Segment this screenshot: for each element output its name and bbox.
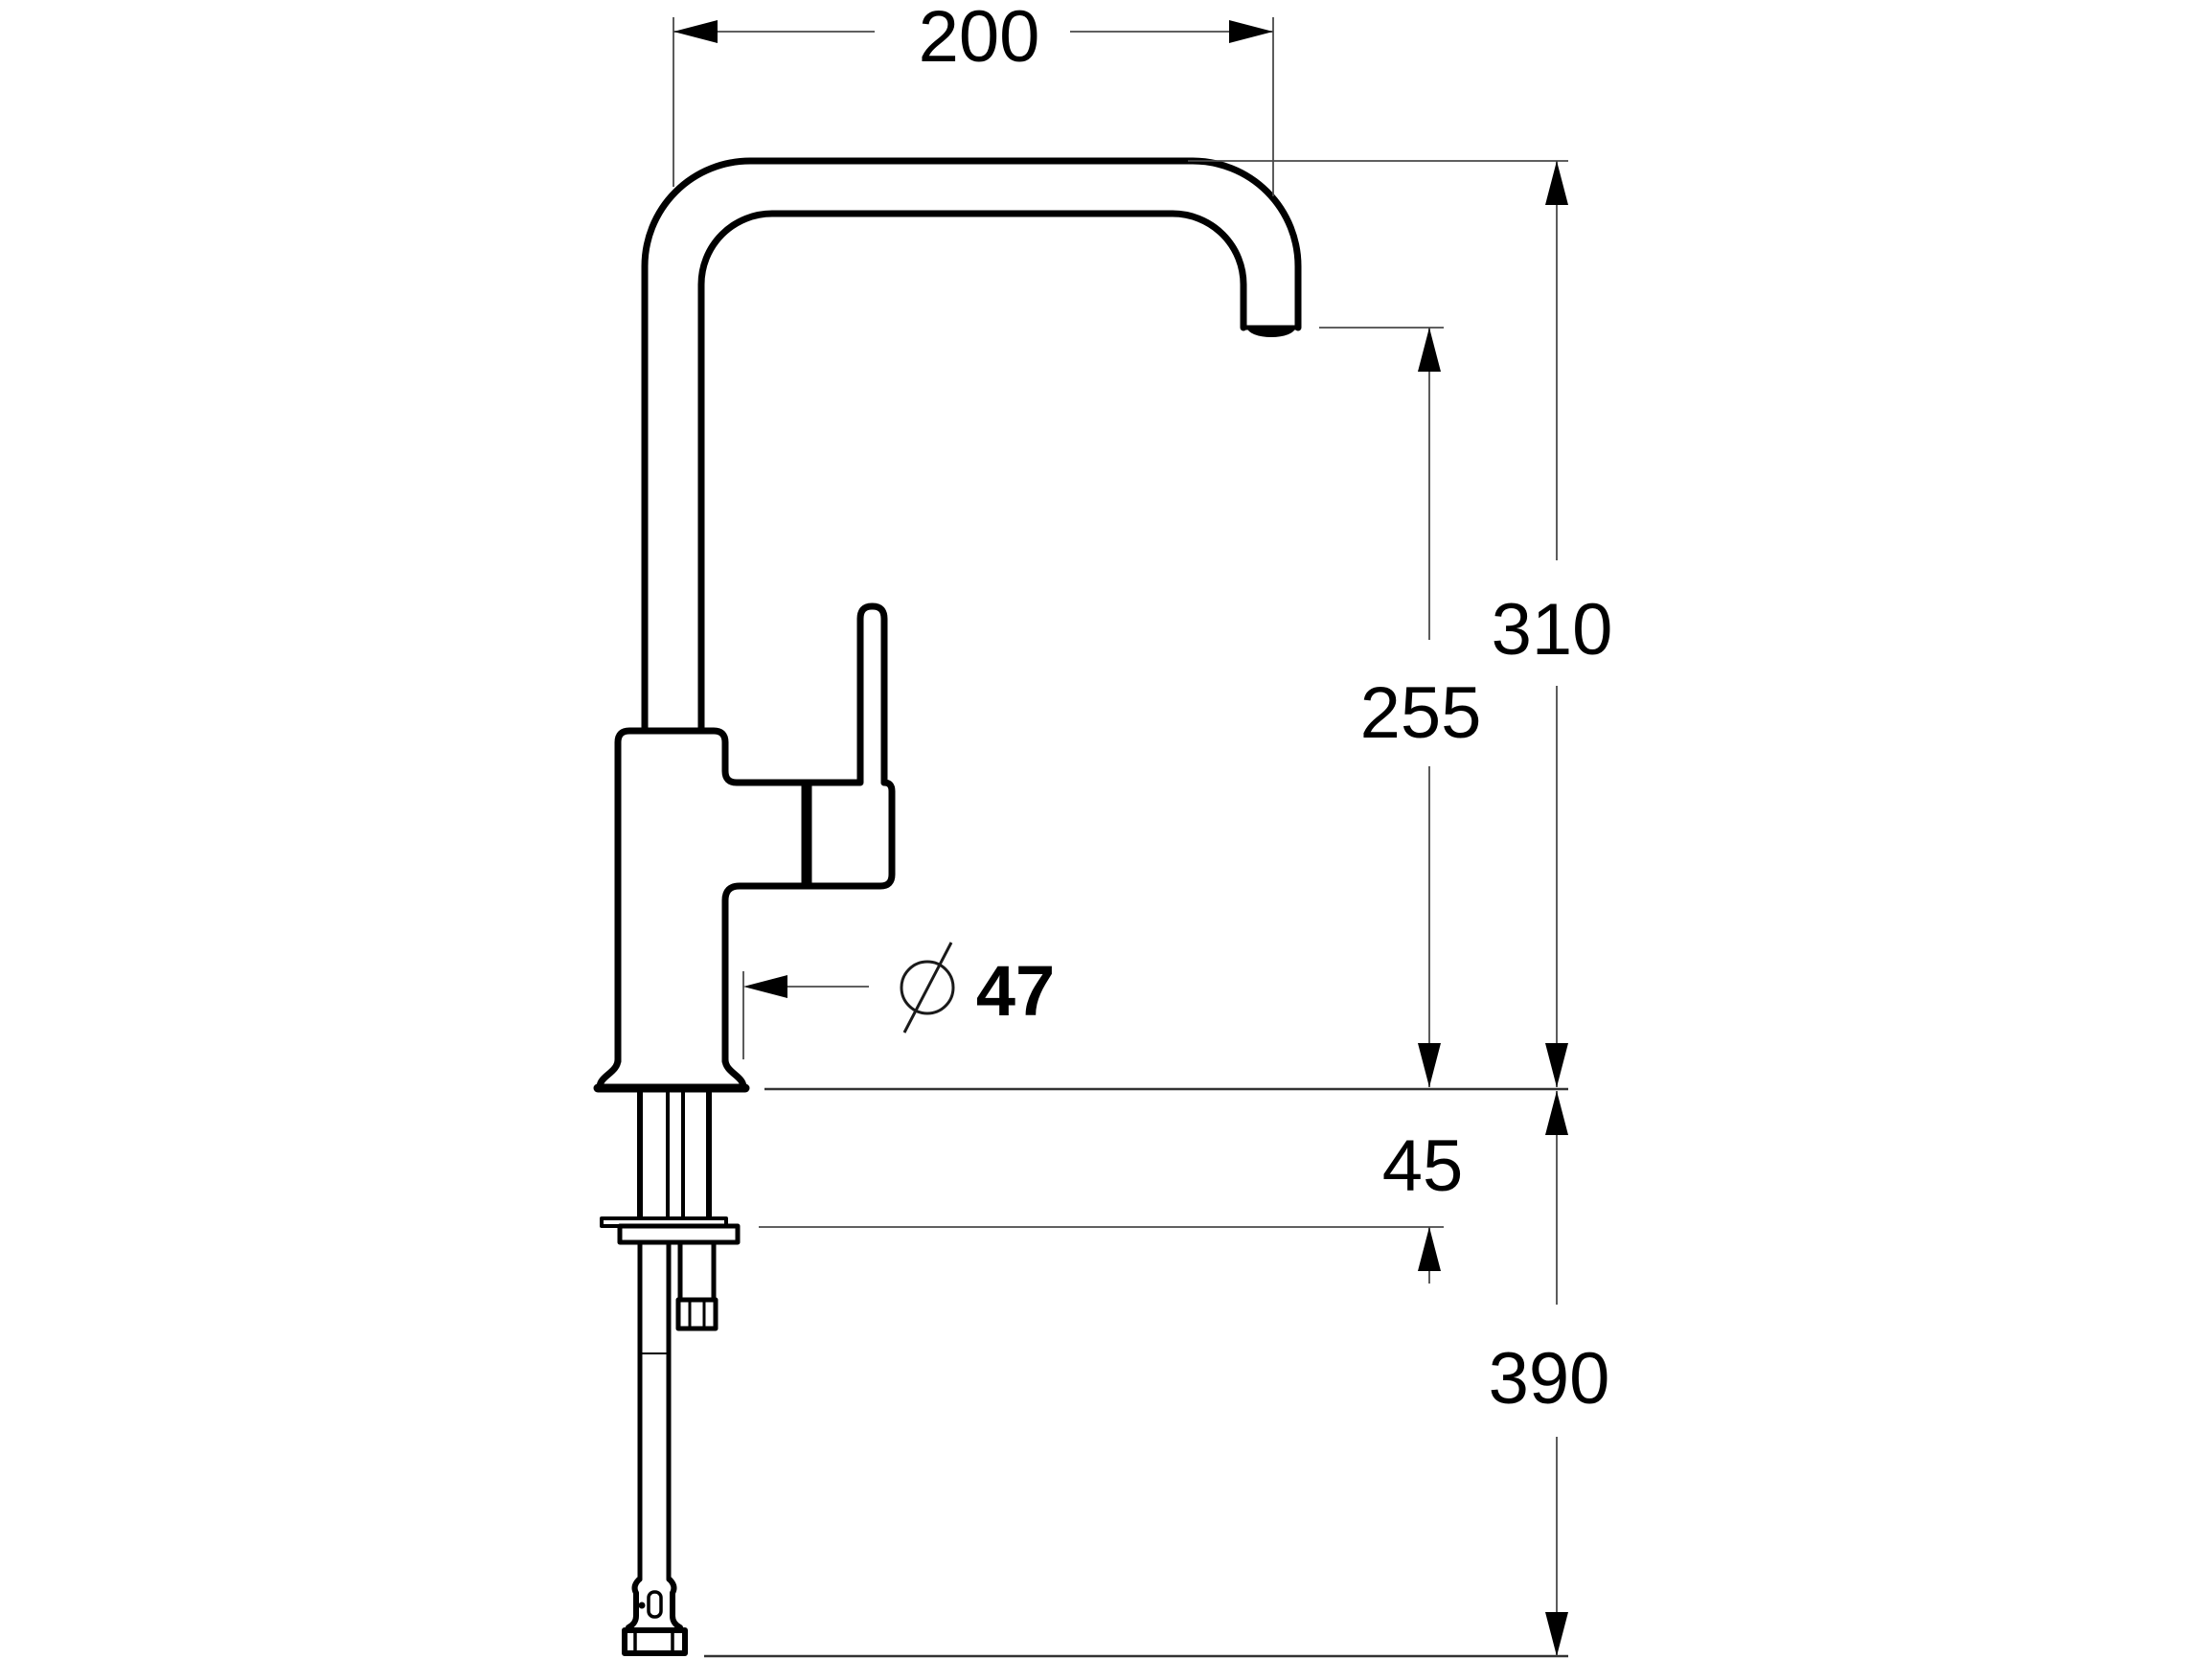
spout-outer-contour: [641, 157, 1302, 735]
handle-lever: [856, 602, 888, 786]
dimension-47-label: 47: [976, 951, 1055, 1031]
faucet-outline: [593, 157, 1302, 1093]
arrow-up-icon: [1418, 1227, 1441, 1271]
diameter-symbol-slash: [902, 942, 953, 1034]
hose-connector-collar: [626, 1577, 683, 1633]
arrow-left-icon: [743, 975, 787, 998]
arrow-down-icon: [1545, 1043, 1568, 1087]
aerator-outlet: [1247, 328, 1295, 337]
arrow-right-icon: [1229, 20, 1273, 43]
dimension-spout-reach: 200: [673, 0, 1274, 196]
cartridge-housing-outline: [721, 779, 896, 1065]
connector-pin: [638, 1602, 646, 1609]
dimension-overall-height: 310: [1188, 160, 1613, 1087]
arrow-left-icon: [673, 20, 718, 43]
connector-slot: [647, 1590, 663, 1619]
dimension-outlet-height: 255: [1319, 327, 1482, 1087]
diameter-symbol-circle: [900, 960, 955, 1015]
arrow-up-icon: [1418, 328, 1441, 372]
dimension-deck-to-nut: 45: [759, 1125, 1463, 1284]
dimension-base-diameter: 47: [742, 942, 1055, 1059]
reference-lines: [704, 1087, 1568, 1658]
mounting-nut-block: [617, 1223, 741, 1245]
dimension-390-label: 390: [1489, 1338, 1610, 1420]
dimension-45-label: 45: [1382, 1125, 1464, 1207]
dimension-200-label: 200: [919, 0, 1040, 78]
dimension-below-deck-length: 390: [1489, 1091, 1610, 1656]
dimension-310-label: 310: [1492, 589, 1613, 670]
base-flare-left: [596, 1056, 622, 1091]
under-deck-assembly: [600, 1089, 741, 1656]
arrow-down-icon: [1545, 1612, 1568, 1656]
arrow-up-icon: [1545, 1091, 1568, 1135]
dimension-255-label: 255: [1360, 672, 1482, 754]
arrow-down-icon: [1418, 1043, 1441, 1087]
connector-hex-nut: [622, 1627, 688, 1656]
stud-hex-nut: [675, 1297, 718, 1331]
arrow-up-icon: [1545, 161, 1568, 205]
diameter-symbol-icon: [900, 942, 955, 1034]
spout-inner-contour: [697, 210, 1247, 735]
body-upper-outline: [614, 727, 863, 1065]
base-flare-right: [721, 1056, 747, 1091]
